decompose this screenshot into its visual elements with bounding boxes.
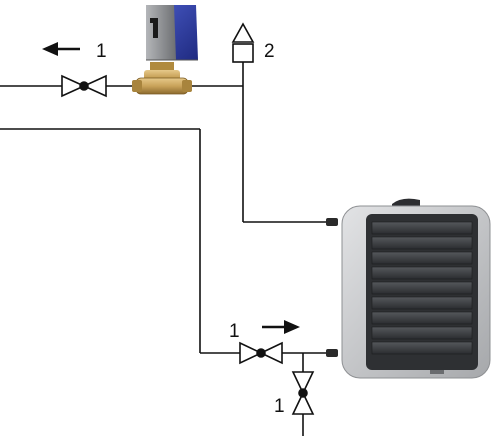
- arrow-left-icon: [42, 42, 80, 56]
- return-valve-label: 1: [229, 321, 240, 342]
- air-heater-icon: [341, 198, 491, 379]
- air-vent-icon: [231, 22, 255, 63]
- return-gate-valve-icon: [239, 341, 283, 365]
- supply-pipe: [0, 62, 330, 223]
- drain-gate-valve-icon: [291, 371, 315, 415]
- motorized-valve-icon: [132, 5, 198, 95]
- drain-valve-label: 1: [274, 396, 285, 417]
- arrow-right-icon: [262, 320, 300, 334]
- heater-connectors: [326, 218, 338, 357]
- air-vent-label: 2: [264, 41, 275, 62]
- top-valve-label: 1: [96, 41, 107, 62]
- gate-valve-icon: [61, 74, 107, 98]
- heater-louvers: [371, 221, 473, 355]
- return-pipe: [0, 128, 330, 436]
